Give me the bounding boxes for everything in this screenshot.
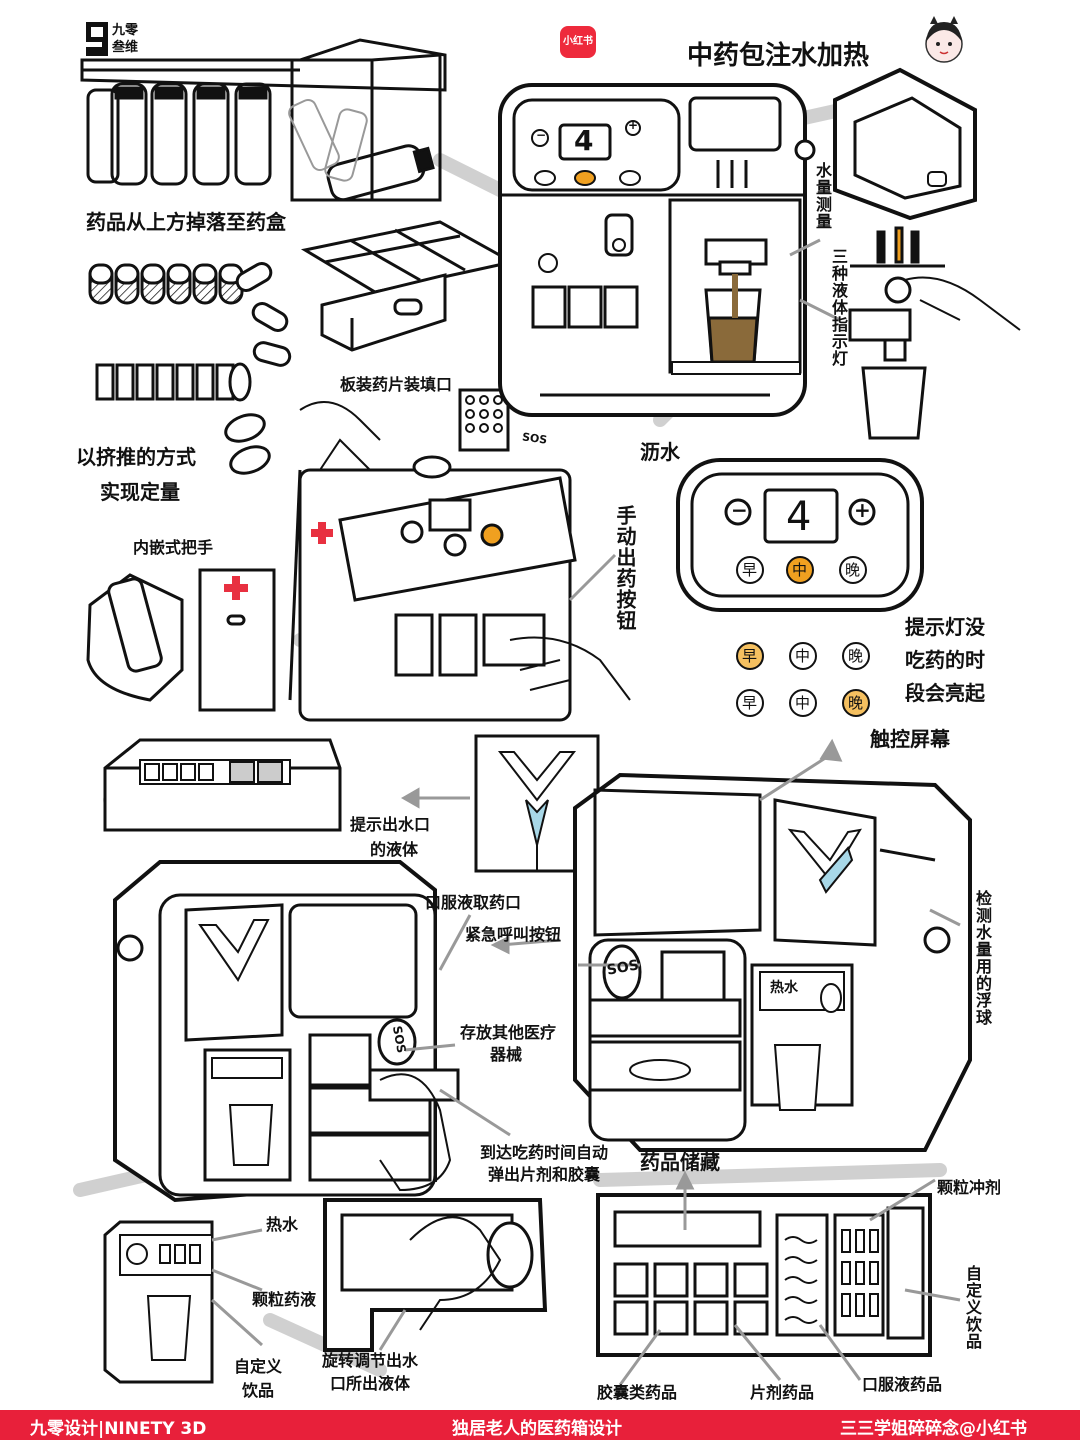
front-machine-drawing — [113, 860, 460, 1203]
panel-minus-icon: − — [731, 498, 748, 522]
label-drop-to-box: 药品从上方掉落至药盒 — [86, 210, 286, 234]
cross-icon — [224, 576, 248, 600]
control-panel-drawing — [676, 458, 924, 612]
pill-box-drawing — [300, 220, 517, 352]
brand-logo-text: 九零 叁维 — [112, 22, 138, 56]
title-herb-heating: 中药包注水加热 — [687, 41, 870, 71]
vial-rack-drawing — [80, 38, 447, 202]
panel-noon: 中 — [792, 561, 808, 579]
footer-bar: 九零设计|NINETY 3D 独居老人的医药箱设计 三三学姐碎碎念@小红书 — [0, 1410, 1080, 1440]
label-granule: 颗粒冲剂 — [937, 1178, 1002, 1197]
label-outlet-hint-1: 提示出水口 — [350, 815, 431, 834]
footer-right: 三三学姐碎碎念@小红书 — [840, 1419, 1027, 1439]
handle-drawing — [86, 568, 276, 712]
hot-water-tag: 热水 — [770, 980, 798, 996]
label-auto-eject-1: 到达吃药时间自动 — [480, 1143, 609, 1162]
label-drug-storage: 药品储藏 — [640, 1150, 720, 1174]
logo-line-1: 九零 — [112, 23, 139, 38]
light-evening-1: 晚 — [848, 647, 864, 665]
label-custom-drink-right: 自定义饮品 — [963, 1265, 982, 1350]
label-capsule: 胶囊类药品 — [597, 1383, 678, 1402]
label-granule-liquid: 颗粒药液 — [252, 1290, 317, 1309]
label-custom-drink-2: 饮品 — [242, 1381, 275, 1400]
label-drain: 沥水 — [640, 440, 680, 464]
top-panel-drawing — [103, 738, 342, 832]
label-float: 检测水量用的浮球 — [973, 890, 992, 1026]
machine-display-digit: 4 — [574, 124, 594, 157]
label-outlet-hint-2: 的液体 — [370, 840, 419, 859]
machine-plus-icon: + — [628, 118, 639, 132]
panel-morning: 早 — [742, 561, 758, 579]
avatar — [918, 14, 970, 66]
label-reminder-1: 提示灯没 — [905, 615, 985, 639]
label-handle: 内嵌式把手 — [133, 538, 214, 557]
front-hand-sketch — [379, 1073, 452, 1192]
xhs-badge: 小红书 — [560, 26, 596, 58]
label-custom-drink-1: 自定义 — [234, 1357, 283, 1376]
label-storage-other-1: 存放其他医疗 — [460, 1023, 557, 1042]
machine-minus-icon: − — [536, 128, 547, 142]
label-blister-slot: 板装药片装填口 — [340, 375, 453, 394]
label-touch-screen: 触控屏幕 — [870, 727, 950, 751]
label-reminder-2: 吃药的时 — [905, 648, 985, 672]
manual-machine-drawing — [288, 388, 577, 722]
sos-button-shape — [602, 944, 642, 1000]
label-squeeze-1: 以挤推的方式 — [76, 445, 196, 469]
rotary-knob-drawing — [323, 1198, 548, 1352]
hand-sketch — [299, 401, 631, 701]
label-emergency-button: 紧急呼叫按钮 — [465, 925, 562, 944]
reminder-lights-drawing — [736, 642, 870, 717]
brand-logo-icon — [86, 22, 108, 56]
sketch-drawings — [73, 38, 1021, 1386]
label-hot-water: 热水 — [266, 1215, 299, 1234]
label-oral-liquid: 口服液药品 — [862, 1375, 943, 1394]
label-tablet: 片剂药品 — [750, 1383, 815, 1402]
light-evening-2: 晚 — [848, 694, 864, 712]
machine-cross-icon — [311, 522, 333, 544]
label-oral-outlet: 口服液取药口 — [425, 893, 522, 912]
label-indicator-lights: 三种液体指示灯 — [829, 248, 848, 367]
footer-center: 独居老人的医药箱设计 — [452, 1419, 622, 1439]
footer-left: 九零设计|NINETY 3D — [30, 1419, 207, 1439]
label-squeeze-2: 实现定量 — [100, 480, 180, 504]
label-storage-other-2: 器械 — [490, 1045, 523, 1064]
capsule-row-drawing — [88, 262, 292, 367]
leader-arrows — [210, 238, 961, 1386]
panel-evening: 晚 — [845, 561, 861, 579]
panel-plus-icon: + — [854, 498, 871, 522]
tablet-row-drawing — [95, 362, 271, 475]
light-morning-2: 早 — [742, 694, 758, 712]
storage-schematic-drawing — [596, 1193, 932, 1357]
label-reminder-3: 段会亮起 — [905, 681, 985, 705]
light-morning-1: 早 — [742, 647, 758, 665]
light-noon-2: 中 — [795, 694, 811, 712]
drink-machine-drawing — [498, 83, 816, 417]
light-noon-1: 中 — [795, 647, 811, 665]
label-rotate-2: 口所出液体 — [330, 1374, 411, 1393]
label-auto-eject-2: 弹出片剂和胶囊 — [488, 1165, 601, 1184]
logo-line-2: 叁维 — [112, 40, 139, 55]
herb-box-drawing — [833, 67, 977, 221]
heater-drawing — [848, 226, 1021, 440]
small-dispenser-drawing — [103, 1220, 214, 1384]
label-manual-button: 手动出药按钮 — [613, 505, 637, 631]
label-rotate-1: 旋转调节出水 — [322, 1351, 419, 1370]
panel-display-digit: 4 — [786, 494, 812, 540]
label-water-level: 水量测量 — [813, 162, 832, 230]
